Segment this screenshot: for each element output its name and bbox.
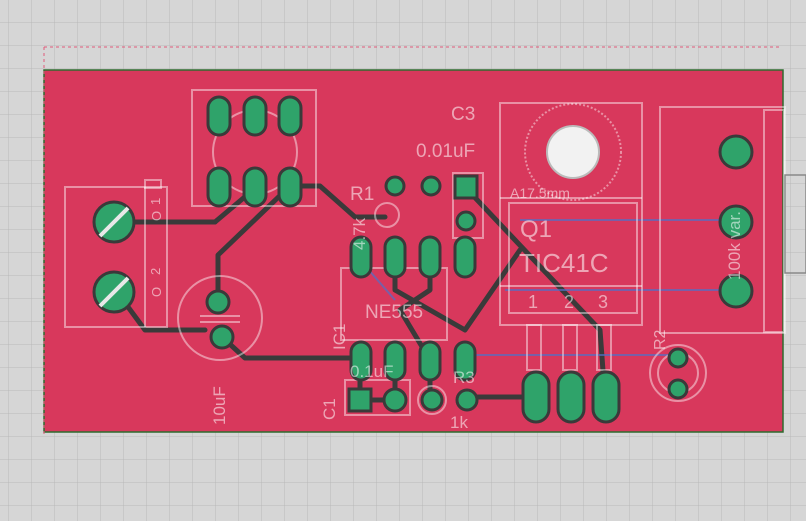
label-pot: 100k var.	[725, 211, 744, 280]
label-ne555: NE555	[365, 302, 423, 323]
label-term-pin1: 1	[148, 198, 163, 205]
label-heatsink: A17.5mm	[510, 185, 570, 201]
label-q1-pin1: 1	[528, 292, 538, 312]
offboard-connector	[784, 174, 806, 274]
label-c1-value: 0.1uF	[350, 362, 393, 381]
label-c3: C3	[451, 104, 475, 125]
blue-traces	[359, 219, 735, 356]
label-term-o1: O	[149, 211, 164, 221]
label-c1: C1	[320, 398, 339, 420]
label-r1-value: 4.7k	[350, 217, 369, 250]
pads	[92, 95, 754, 424]
label-q1: Q1	[520, 216, 552, 243]
silkscreen	[64, 89, 786, 416]
pcb-board[interactable]	[43, 69, 784, 433]
label-r3: R3	[453, 368, 475, 387]
label-term-pin2: 2	[148, 268, 163, 275]
label-c3-value: 0.01uF	[416, 141, 475, 162]
label-c2-value: 10uF	[210, 386, 229, 425]
label-r2: R2	[652, 329, 669, 350]
label-term-o2: O	[149, 287, 164, 297]
label-r3-value: 1k	[450, 413, 468, 432]
label-r1: R1	[350, 184, 374, 205]
labels: C3 0.01uF R1 4.7k Q1 TIC41C A17.5mm 1 2 …	[148, 104, 744, 432]
label-q1-part: TIC41C	[519, 248, 609, 278]
label-q1-pin3: 3	[598, 292, 608, 312]
board-dashed-outline	[43, 46, 780, 436]
label-q1-pin2: 2	[564, 292, 574, 312]
label-ic1: IC1	[330, 324, 349, 350]
